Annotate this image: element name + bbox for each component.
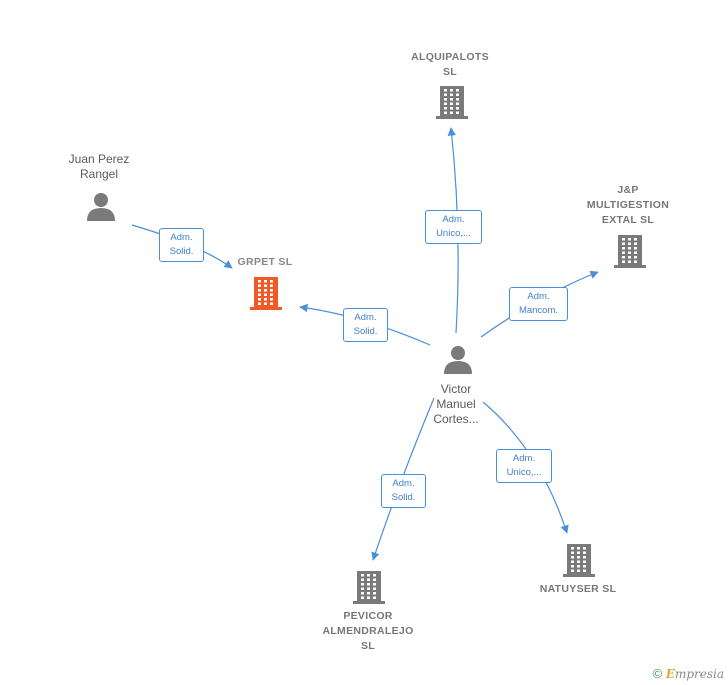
copyright-icon: ©	[652, 666, 663, 681]
label-line: Victor	[440, 382, 472, 396]
badge-line: Adm.	[512, 453, 536, 464]
node-label-jp-multigestion[interactable]: J&P MULTIGESTION EXTAL SL	[573, 183, 683, 228]
label-line: PEVICOR	[343, 610, 393, 622]
person-icon-victor[interactable]	[444, 346, 472, 374]
edges-layer	[131, 127, 599, 561]
node-label-pevicor[interactable]: PEVICOR ALMENDRALEJO SL	[308, 609, 428, 654]
badge-line: Solid.	[391, 492, 416, 503]
badge-line: Solid.	[169, 246, 194, 257]
node-label-alquipalots[interactable]: ALQUIPALOTS SL	[395, 50, 505, 80]
person-icon-juan_perez[interactable]	[87, 193, 115, 221]
label-line: MULTIGESTION	[586, 199, 670, 211]
badge-line: Adm.	[442, 214, 465, 225]
edge-badge-victor-jp[interactable]: Adm. Mancom.	[509, 287, 568, 321]
label-line: Juan Perez	[68, 152, 130, 166]
badge-line: Adm.	[170, 232, 193, 243]
label-line: ALMENDRALEJO	[322, 625, 414, 637]
node-label-victor[interactable]: Victor Manuel Cortes...	[406, 382, 506, 427]
badge-line: Unico,...	[506, 467, 542, 478]
label-line: Cortes...	[433, 412, 479, 426]
label-line: Manuel	[436, 397, 476, 411]
icons-layer	[87, 86, 646, 604]
building-icon-natuyser[interactable]	[563, 544, 595, 577]
edge-badge-victor-alquipalots[interactable]: Adm. Unico,...	[425, 210, 482, 244]
label-line: SL	[360, 640, 376, 652]
badge-line: Mancom.	[518, 305, 559, 316]
building-icon-grpet[interactable]	[250, 277, 282, 310]
brand-logo: Empresia	[665, 667, 724, 681]
badge-line: Adm.	[392, 478, 415, 489]
building-icon-pevicor[interactable]	[353, 571, 385, 604]
building-icon-alquipalots[interactable]	[436, 86, 468, 119]
label-line: Rangel	[79, 167, 119, 181]
label-line: ALQUIPALOTS	[411, 51, 489, 63]
label-line: GRPET SL	[237, 256, 293, 268]
badge-line: Unico,...	[436, 228, 471, 239]
node-label-natuyser[interactable]: NATUYSER SL	[523, 582, 633, 597]
edge-badge-victor-grpet[interactable]: Adm. Solid.	[343, 308, 388, 342]
badge-line: Solid.	[353, 326, 378, 337]
edge-badge-juan-grpet[interactable]: Adm. Solid.	[159, 228, 204, 262]
edge-badge-victor-pevicor[interactable]: Adm. Solid.	[381, 474, 426, 508]
node-label-grpet[interactable]: GRPET SL	[215, 255, 315, 270]
building-icon-jp_multigestion[interactable]	[614, 235, 646, 268]
badge-line: Adm.	[527, 291, 550, 302]
footer-brand[interactable]: © Empresia	[653, 666, 724, 681]
label-line: NATUYSER SL	[539, 583, 617, 595]
node-label-juan-perez[interactable]: Juan Perez Rangel	[49, 152, 149, 182]
label-line: EXTAL SL	[601, 214, 655, 226]
label-line: SL	[442, 66, 458, 78]
edge-badge-victor-natuyser[interactable]: Adm. Unico,...	[496, 449, 552, 483]
label-line: J&P	[617, 184, 639, 196]
badge-line: Adm.	[354, 312, 377, 323]
